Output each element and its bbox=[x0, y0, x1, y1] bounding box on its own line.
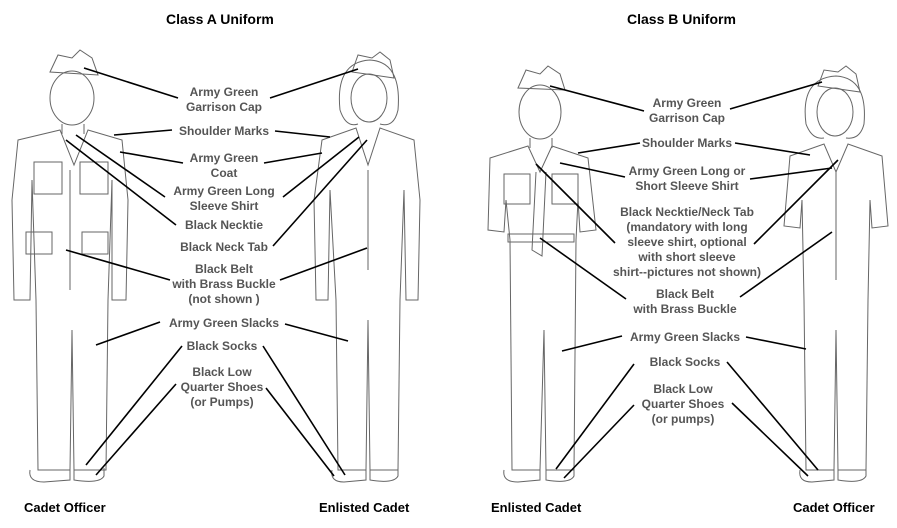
figure-class-b-cadet-officer bbox=[783, 65, 889, 483]
class-b-title: Class B Uniform bbox=[627, 11, 736, 27]
label-garrison-cap-b: Army Green Garrison Cap bbox=[648, 96, 726, 125]
figure-class-b-enlisted-cadet bbox=[487, 65, 597, 483]
caption-class-b-right: Cadet Officer bbox=[793, 500, 875, 515]
label-neck-tab-a: Black Neck Tab bbox=[180, 240, 268, 254]
label-garrison-cap-a: Army Green Garrison Cap bbox=[185, 85, 263, 114]
class-a-title: Class A Uniform bbox=[166, 11, 274, 27]
label-shoes-a: Black Low Quarter Shoes (or Pumps) bbox=[180, 365, 264, 409]
label-necktie-a: Black Necktie bbox=[184, 218, 264, 232]
label-long-sleeve-shirt-a: Army Green Long Sleeve Shirt bbox=[173, 184, 275, 213]
label-shoulder-marks-b: Shoulder Marks bbox=[641, 136, 733, 150]
label-shoes-b: Black Low Quarter Shoes (or pumps) bbox=[641, 382, 725, 426]
leader-lines-class-a bbox=[65, 67, 368, 477]
label-necktie-neck-tab-b: Black Necktie/Neck Tab (mandatory with l… bbox=[613, 205, 761, 279]
label-belt-a: Black Belt with Brass Buckle (not shown … bbox=[172, 262, 276, 306]
label-socks-b: Black Socks bbox=[649, 355, 721, 369]
label-shoulder-marks-a: Shoulder Marks bbox=[178, 124, 270, 138]
label-belt-b: Black Belt with Brass Buckle bbox=[633, 287, 737, 316]
caption-class-a-left: Cadet Officer bbox=[24, 500, 106, 515]
label-coat-a: Army Green Coat bbox=[189, 151, 259, 180]
figure-class-a-enlisted-cadet bbox=[313, 51, 421, 483]
label-shirt-b: Army Green Long or Short Sleeve Shirt bbox=[628, 164, 746, 193]
leader-lines-class-b bbox=[535, 81, 839, 479]
label-slacks-a: Army Green Slacks bbox=[168, 316, 280, 330]
caption-class-a-right: Enlisted Cadet bbox=[319, 500, 410, 515]
label-slacks-b: Army Green Slacks bbox=[629, 330, 741, 344]
caption-class-b-left: Enlisted Cadet bbox=[491, 500, 582, 515]
label-socks-a: Black Socks bbox=[186, 339, 258, 353]
figure-class-a-cadet-officer bbox=[11, 49, 129, 483]
